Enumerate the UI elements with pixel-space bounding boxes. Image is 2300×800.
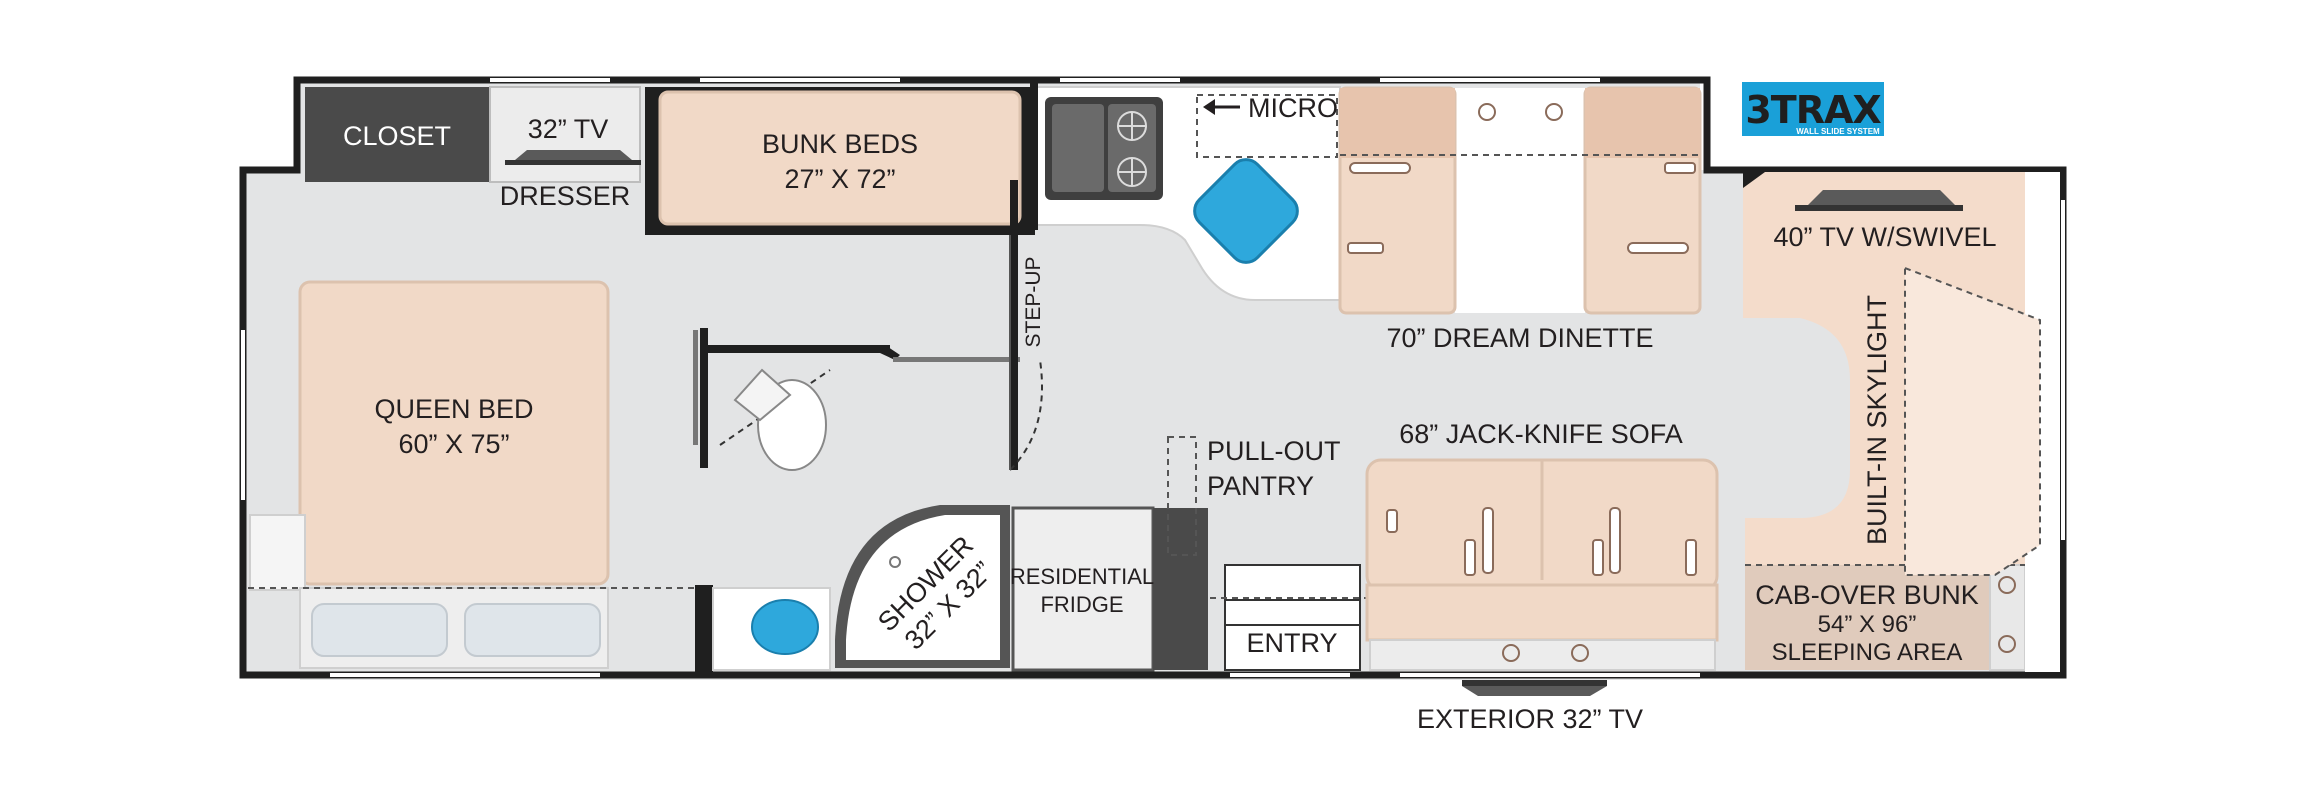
entry-label: ENTRY bbox=[1246, 628, 1337, 658]
cabover-label-2: 54” X 96” bbox=[1818, 611, 1917, 638]
bunk-size-label: 27” X 72” bbox=[784, 164, 895, 194]
sofa-hole-icon bbox=[1571, 644, 1589, 662]
cab-hole-icon bbox=[1998, 635, 2016, 653]
shower-pan bbox=[846, 515, 1000, 660]
sofa-label: 68” JACK-KNIFE SOFA bbox=[1399, 419, 1683, 449]
entry-step bbox=[1224, 564, 1361, 671]
window-marks bbox=[241, 78, 2065, 677]
queen-title-label: QUEEN BED bbox=[374, 394, 533, 424]
bunk-title-label: BUNK BEDS bbox=[762, 129, 918, 159]
exterior-walls bbox=[239, 76, 2067, 679]
skylight bbox=[1904, 266, 2041, 576]
micro-arrow-icon bbox=[1203, 99, 1240, 115]
residential-fridge bbox=[1011, 506, 1155, 672]
3trax-logo: 3TRAX WALL SLIDE SYSTEM bbox=[1742, 82, 1884, 136]
toilet-icon bbox=[719, 368, 831, 471]
kitchen-wall bbox=[1030, 80, 1038, 230]
kitchen-sink-icon bbox=[1193, 158, 1299, 264]
sofa-base bbox=[1365, 583, 1719, 642]
cabover-label-3: SLEEPING AREA bbox=[1772, 639, 1963, 666]
dinette-backrest-left bbox=[1340, 88, 1455, 158]
bath-door-swing bbox=[1009, 359, 1043, 471]
pillow-icon bbox=[464, 603, 601, 657]
bath-sink-icon bbox=[751, 599, 819, 655]
dinette-label: 70” DREAM DINETTE bbox=[1386, 323, 1653, 353]
seatbelt-icon bbox=[1347, 162, 1696, 254]
pantry-label-1: PULL-OUT bbox=[1207, 436, 1341, 466]
tv-bedroom-label: 32” TV bbox=[528, 114, 609, 144]
dinette-hole-icon bbox=[1545, 103, 1563, 121]
shower-drain-icon bbox=[889, 556, 901, 568]
fridge-label-2: FRIDGE bbox=[1040, 592, 1123, 617]
queen-bed-foot bbox=[249, 514, 306, 591]
dresser-label: DRESSER bbox=[500, 181, 631, 211]
microwave bbox=[1196, 94, 1338, 158]
sofa-hole-icon bbox=[1502, 644, 1520, 662]
exterior-tv-label: EXTERIOR 32” TV bbox=[1417, 704, 1643, 734]
exterior-tv-icon bbox=[1462, 680, 1607, 696]
cab-corner bbox=[1743, 172, 1765, 188]
dinette-table bbox=[1455, 88, 1585, 313]
tv-swivel-label: 40” TV W/SWIVEL bbox=[1773, 222, 1996, 252]
cab-hole-icon bbox=[1998, 576, 2016, 594]
cooktop-icon bbox=[1045, 97, 1163, 200]
cab-over-bottom bbox=[1745, 565, 2005, 670]
tv-bedroom-icon bbox=[505, 150, 641, 165]
fridge-label-1: RESIDENTIAL bbox=[1010, 564, 1154, 589]
bath-partition bbox=[693, 180, 1020, 675]
seatbelt-icon bbox=[1386, 507, 1697, 576]
logo-tagline: WALL SLIDE SYSTEM bbox=[1796, 127, 1880, 136]
cab-seat bbox=[1989, 564, 2026, 671]
pillow-icon bbox=[311, 603, 448, 657]
pull-out-pantry bbox=[1167, 436, 1197, 556]
queen-bed bbox=[298, 280, 610, 586]
closet bbox=[305, 87, 490, 182]
micro-label: MICRO bbox=[1248, 93, 1338, 123]
dresser bbox=[489, 86, 641, 183]
dinette-hole-icon bbox=[1478, 103, 1496, 121]
sofa-slide-area bbox=[1369, 639, 1716, 671]
skylight-label: BUILT-IN SKYLIGHT bbox=[1862, 295, 1892, 545]
closet-label: CLOSET bbox=[343, 121, 451, 151]
step-up-label: STEP-UP bbox=[1022, 256, 1045, 347]
pantry-label-2: PANTRY bbox=[1207, 471, 1314, 501]
bunk-beds bbox=[658, 90, 1022, 226]
logo-text: 3TRAX bbox=[1745, 88, 1881, 132]
tv-swivel-icon bbox=[1795, 190, 1963, 211]
cabover-label-1: CAB-OVER BUNK bbox=[1755, 580, 1979, 610]
pantry-cabinet bbox=[1153, 508, 1208, 670]
dinette-backrest-right bbox=[1585, 88, 1700, 158]
queen-size-label: 60” X 75” bbox=[398, 429, 509, 459]
